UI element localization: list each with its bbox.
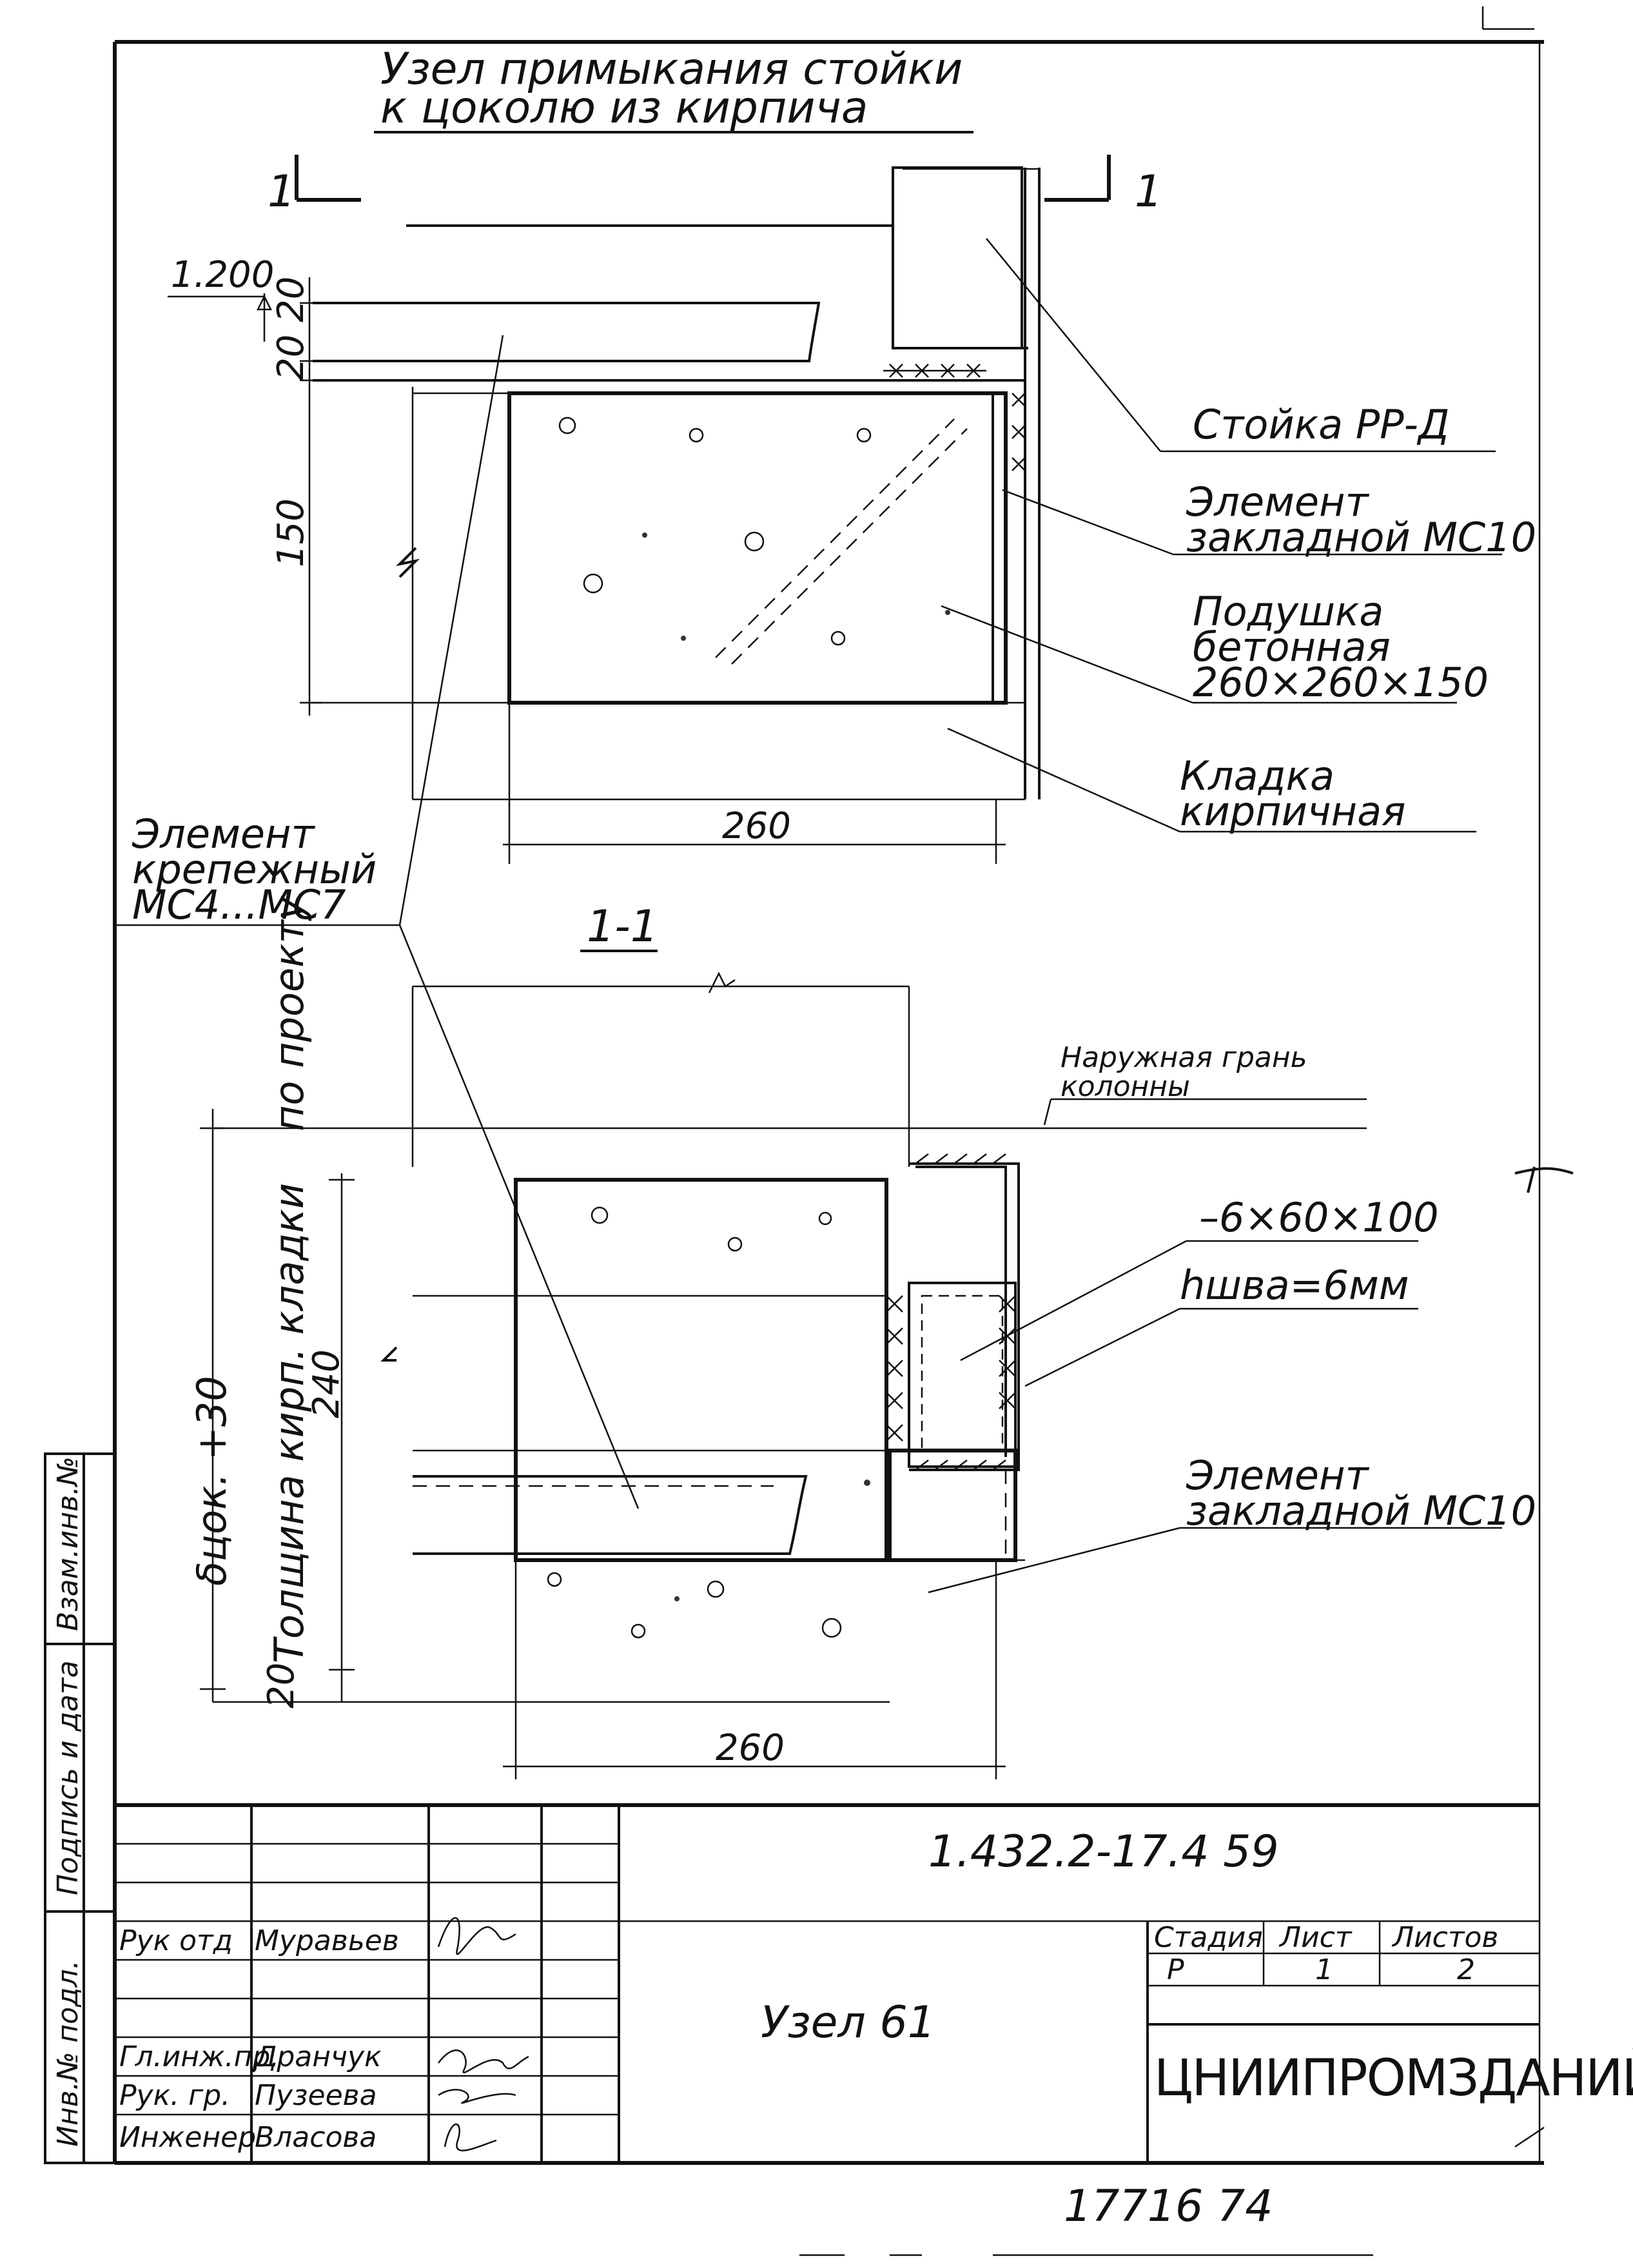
label-embedded2: закладной МС10 <box>1186 514 1536 561</box>
label-pad2: бетонная <box>1193 623 1391 670</box>
label-masonry2: кирпичная <box>1180 788 1405 835</box>
plan-view: 1.200 20 20 150 260 Стойка РР-Д Элемент <box>116 166 1536 1509</box>
sheet-value: 1 <box>1315 1953 1333 1986</box>
dim-260-section: 260 <box>716 1727 785 1769</box>
elevation-mark: 1.200 <box>171 254 274 296</box>
sig-name-2: Дранчук <box>253 2040 382 2073</box>
sig-name-4: Власова <box>255 2121 376 2154</box>
label-masonry1: Кладка <box>1180 752 1335 799</box>
label-outer-face1: Наружная грань <box>1061 1041 1307 1074</box>
label-pad1: Подушка <box>1193 588 1384 635</box>
aggregate-marks <box>558 416 950 646</box>
label-plate: –6×60×100 <box>1199 1194 1439 1241</box>
section-cut-marks: 1 1 <box>268 155 1162 217</box>
sheet-label: Лист <box>1278 1921 1353 1954</box>
dim-240: 240 <box>306 1349 347 1418</box>
label-pad3: 260×260×150 <box>1193 659 1489 706</box>
scan-marks <box>799 1166 1574 2256</box>
dim-20-mid: 20 <box>270 335 312 380</box>
dim-vertical-text: δцок. +30 <box>188 1376 235 1586</box>
signature-scribbles <box>437 1917 529 2152</box>
sheet-frame <box>113 6 1544 2165</box>
label-fastener3: МС4...МС7 <box>132 881 346 928</box>
title-line1: Узел примыкания стойки <box>380 44 963 95</box>
section-dimensions: δцок. +30 Толщина кирп. кладки по проект… <box>188 895 1006 1779</box>
dim-vertical-text3: по проекту <box>266 895 313 1131</box>
label-post: Стойка РР-Д <box>1193 401 1449 448</box>
side-stamp-sign: Подпись и дата <box>52 1661 84 1895</box>
sig-name-1: Муравьев <box>255 1924 399 1957</box>
label-embedded-s2: закладной МС10 <box>1186 1487 1536 1534</box>
sig-role-2: Гл.инж.пр. <box>119 2040 279 2073</box>
label-embedded1: Элемент <box>1186 478 1370 525</box>
side-stamp: Инв.№ подл. Подпись и дата Взам.инв.№ <box>44 1452 116 2164</box>
title-block: 1.432.2-17.4 59 Узел 61 Стадия Лист Лист… <box>115 1803 1633 2163</box>
label-embedded-s1: Элемент <box>1186 1452 1370 1499</box>
dim-vertical-text2: Толщина кирп. кладки <box>266 1183 313 1663</box>
stage-value: Р <box>1167 1953 1184 1986</box>
label-outer-face2: колонны <box>1061 1070 1190 1103</box>
dim-20-section: 20 <box>260 1663 302 1708</box>
drawing-title: Узел примыкания стойки к цоколю из кирпи… <box>374 44 973 133</box>
plan-labels: Стойка РР-Д Элемент закладной МС10 Подуш… <box>116 238 1536 1509</box>
dim-260-plan: 260 <box>722 805 791 847</box>
side-stamp-replace: Взам.инв.№ <box>52 1456 84 1631</box>
dim-20-top: 20 <box>270 277 312 322</box>
section-aggregate <box>547 1206 870 1639</box>
doc-code: 1.432.2-17.4 59 <box>928 1826 1279 1877</box>
sig-name-3: Пузеева <box>255 2079 377 2112</box>
stage-label: Стадия <box>1154 1921 1263 1954</box>
sheets-value: 2 <box>1457 1953 1475 1986</box>
drawing-name: Узел 61 <box>761 1997 935 2048</box>
sheets-label: Листов <box>1391 1921 1498 1954</box>
concrete-pad <box>507 391 1008 705</box>
section-mark-left: 1 <box>268 166 295 217</box>
dim-150: 150 <box>270 498 312 567</box>
hatch-section <box>886 1153 1016 1471</box>
label-weld: hшва=6мм <box>1180 1262 1409 1309</box>
inventory-number: 17716 74 <box>1064 2181 1273 2232</box>
section-mark-right: 1 <box>1135 166 1162 217</box>
plate <box>908 1282 1017 1468</box>
side-stamp-inv: Инв.№ подл. <box>52 1960 84 2147</box>
hatch-top <box>883 364 1026 471</box>
title-line2: к цоколю из кирпича <box>380 83 868 133</box>
sig-role-4: Инженер <box>119 2121 256 2154</box>
organization: ЦНИИПРОМЗДАНИЙ <box>1154 2048 1633 2107</box>
section-view: 1-1 Наружная грань колонны <box>188 895 1536 1779</box>
sig-role-1: Рук отд <box>119 1924 233 1957</box>
label-fastener2: крепежный <box>132 846 376 893</box>
section-title: 1-1 <box>587 901 658 952</box>
sig-role-3: Рук. гр. <box>119 2079 230 2112</box>
label-fastener1: Элемент <box>132 810 316 857</box>
plan-dimensions: 1.200 20 20 150 260 <box>168 254 1006 864</box>
